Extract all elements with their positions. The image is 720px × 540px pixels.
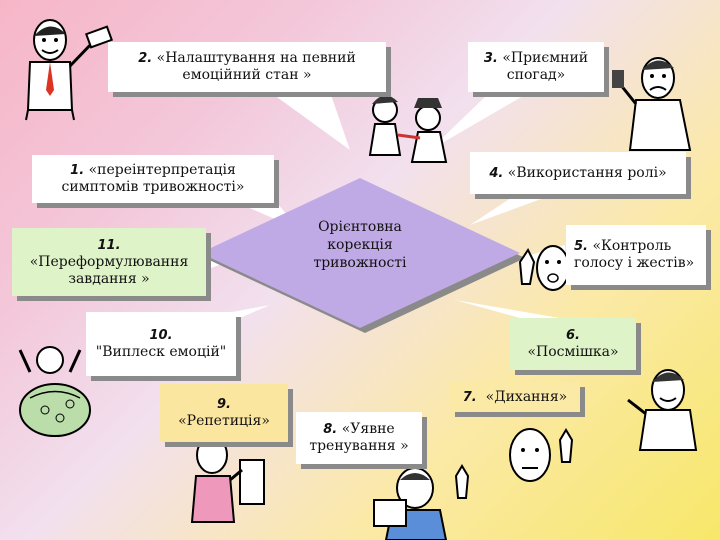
- callout-tail-6: [455, 300, 560, 318]
- cartoon-face-icon: [518, 245, 570, 291]
- cartoon-money-man-icon: [18, 346, 91, 437]
- cartoon-man-icon: [25, 19, 114, 121]
- item-7-number: 7.: [462, 389, 477, 405]
- item-2-number: 2.: [138, 51, 153, 66]
- item-2-box: 2. «Налаштування на певний емоційний ста…: [108, 42, 386, 92]
- item-1-box: 1. «переінтерпретація симптомів тривожно…: [32, 155, 274, 203]
- center-diamond: [200, 178, 520, 328]
- callout-tail-2: [270, 92, 350, 150]
- item-8-text-1: «Уявне: [341, 421, 395, 437]
- item-2-text-1: «Налаштування на певний: [156, 50, 356, 66]
- item-9-box: 9. «Репетиція»: [160, 384, 288, 442]
- item-9-number: 9.: [217, 397, 231, 412]
- item-11-text-1: «Переформулювання: [29, 253, 189, 270]
- cartoon-phone-man-icon: [612, 57, 692, 151]
- item-1-number: 1.: [70, 163, 85, 178]
- callout-tail-3: [430, 92, 530, 150]
- item-10-box: 10. "Виплеск емоцій": [86, 312, 236, 376]
- item-5-text-2: голосу і жестів»: [574, 255, 695, 271]
- item-3-box: 3. «Приємний спогад»: [468, 42, 604, 92]
- callout-tail-4: [470, 192, 560, 225]
- center-label: Орієнтовна корекція тривожності: [300, 218, 420, 272]
- center-line-3: тривожності: [313, 255, 407, 271]
- cartoon-smile-man-icon: [627, 369, 698, 451]
- cartoon-bald-face-icon: [509, 428, 574, 482]
- item-7-box: 7. «Дихання»: [450, 382, 580, 412]
- center-line-2: корекція: [327, 237, 393, 253]
- item-8-number: 8.: [323, 422, 338, 437]
- item-5-box: 5. «Контроль голосу і жестів»: [566, 225, 706, 285]
- cartoon-reader-icon: [373, 464, 470, 540]
- cartoon-stop-man-icon: [190, 436, 265, 523]
- item-8-text-2: тренування »: [309, 438, 409, 454]
- item-3-text-1: «Приємний: [502, 50, 589, 66]
- item-10-number: 10.: [149, 328, 173, 343]
- item-6-text-1: «Посмішка»: [527, 344, 619, 360]
- item-7-text-1: «Дихання»: [485, 388, 568, 405]
- item-11-text-2: завдання »: [68, 270, 150, 287]
- item-10-text-2: "Виплеск емоцій": [95, 344, 227, 360]
- item-11-number: 11.: [97, 237, 121, 253]
- item-6-number: 6.: [566, 328, 580, 343]
- item-4-text-1: «Використання ролі»: [507, 164, 667, 181]
- item-4-box: 4. «Використання ролі»: [470, 152, 686, 194]
- item-9-text-1: «Репетиція»: [178, 413, 270, 429]
- cartoon-couple-icon: [368, 95, 448, 163]
- item-5-number: 5.: [574, 239, 588, 254]
- item-11-box: 11. «Переформулювання завдання »: [12, 228, 206, 296]
- item-1-text-2: симптомів тривожності»: [61, 179, 245, 195]
- item-3-text-2: спогад»: [506, 67, 566, 83]
- item-3-number: 3.: [483, 51, 498, 66]
- center-line-1: Орієнтовна: [318, 219, 402, 235]
- item-4-number: 4.: [489, 165, 504, 181]
- item-5-text-1: «Контроль: [592, 238, 672, 254]
- item-2-text-2: емоційний стан »: [182, 67, 312, 83]
- item-1-text-1: «переінтерпретація: [88, 162, 236, 178]
- item-6-box: 6. «Посмішка»: [510, 318, 636, 370]
- item-8-box: 8. «Уявне тренування »: [296, 412, 422, 464]
